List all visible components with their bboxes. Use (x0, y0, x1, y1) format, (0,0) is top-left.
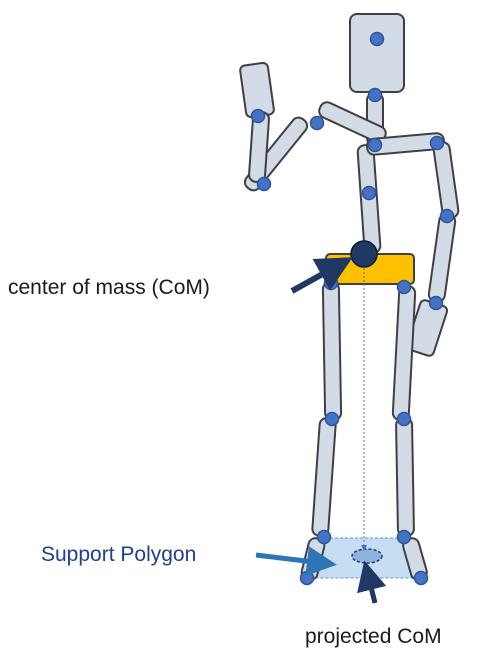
left-hip-joint (323, 275, 339, 291)
right-shoulder-joint (429, 135, 445, 151)
right-upper-arm-lower (432, 141, 460, 219)
left-wrist-joint (250, 108, 266, 124)
neck-joint (367, 87, 383, 103)
com-label: center of mass (CoM) (8, 276, 210, 299)
left-knee-joint (324, 411, 340, 427)
left-thigh (321, 280, 343, 422)
projected-com-label: projected CoM (305, 625, 442, 648)
right-toe-joint (413, 570, 429, 586)
right-shin (395, 416, 415, 538)
head-joint (369, 31, 385, 47)
right-ankle-joint (396, 529, 412, 545)
shoulder-center-joint (367, 137, 383, 153)
joints (250, 31, 455, 586)
projected-com-marker (351, 548, 383, 564)
left-ankle-joint (316, 529, 332, 545)
right-upper-arm (366, 132, 445, 156)
left-shin (311, 417, 337, 537)
left-elbow-joint (256, 176, 272, 192)
left-toe-joint (299, 570, 315, 586)
right-thigh (391, 285, 417, 421)
right-forearm (427, 213, 457, 303)
spine-joint (361, 185, 377, 201)
com-dot (350, 240, 378, 268)
right-elbow-joint (439, 208, 455, 224)
head (349, 13, 405, 93)
right-knee-joint (396, 411, 412, 427)
right-hip-joint (396, 279, 412, 295)
support-polygon-label: Support Polygon (41, 543, 196, 566)
left-shoulder-joint (309, 115, 325, 131)
com-arrow (290, 257, 353, 294)
right-wrist-joint (428, 295, 444, 311)
support-polygon-arrow (255, 546, 337, 577)
projected-com-arrow (357, 560, 387, 604)
